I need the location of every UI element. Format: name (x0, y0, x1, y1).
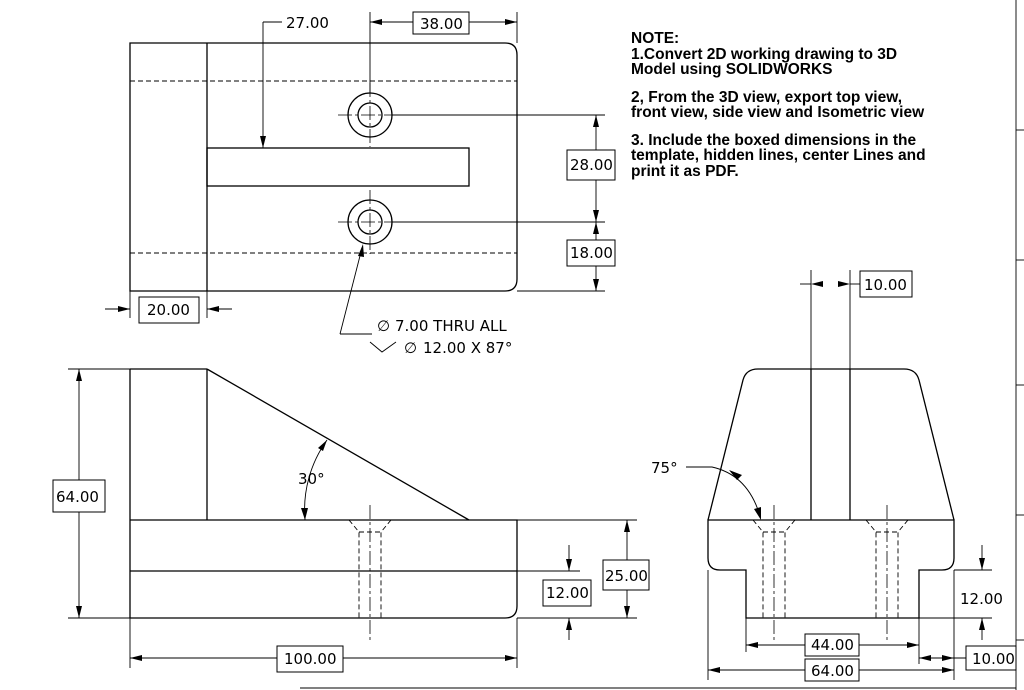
dim-44: 44.00 (811, 636, 854, 654)
dim-64-side: 64.00 (811, 662, 854, 680)
diameter-icon: ∅ (404, 339, 417, 357)
dimension-labels: 27.00 38.00 28.00 18.00 20.00 ∅ 7.00 THR… (52, 11, 1017, 682)
dim-28: 28.00 (570, 156, 613, 174)
dim-18: 18.00 (570, 244, 613, 262)
dim-100: 100.00 (284, 650, 337, 668)
dim-75-angle: 75° (651, 459, 678, 477)
dim-20: 20.00 (147, 301, 190, 319)
front-view-dimensions (68, 368, 637, 668)
note-item-2: 2, From the 3D view, export top view, fr… (631, 88, 925, 121)
side-view-dimensions (686, 270, 992, 680)
hole-countersink-label: 12.00 X 87° (423, 339, 512, 357)
note-item-3: 3. Include the boxed dimensions in the t… (631, 131, 926, 180)
dim-25: 25.00 (605, 567, 648, 585)
note-item-1: 1.Convert 2D working drawing to 3D Model… (631, 45, 898, 78)
sheet-border (300, 0, 1024, 690)
front-view (129, 368, 518, 640)
dim-64-front: 64.00 (56, 488, 99, 506)
note-heading: NOTE: (631, 30, 680, 47)
dim-12-side: 12.00 (960, 590, 1003, 608)
side-view (707, 368, 955, 640)
top-view (129, 42, 518, 292)
note-block: NOTE: 1.Convert 2D working drawing to 3D… (631, 31, 1011, 179)
dim-27: 27.00 (286, 14, 329, 32)
dim-30-angle: 30° (298, 470, 325, 488)
dim-38: 38.00 (420, 15, 463, 33)
dim-10-bottom-side: 10.00 (972, 650, 1015, 668)
dim-10-top-side: 10.00 (864, 276, 907, 294)
hole-thru-label: 7.00 THRU ALL (395, 317, 507, 335)
dim-12-front: 12.00 (546, 584, 589, 602)
diameter-icon: ∅ (377, 317, 390, 335)
top-view-dimensions (105, 12, 605, 353)
